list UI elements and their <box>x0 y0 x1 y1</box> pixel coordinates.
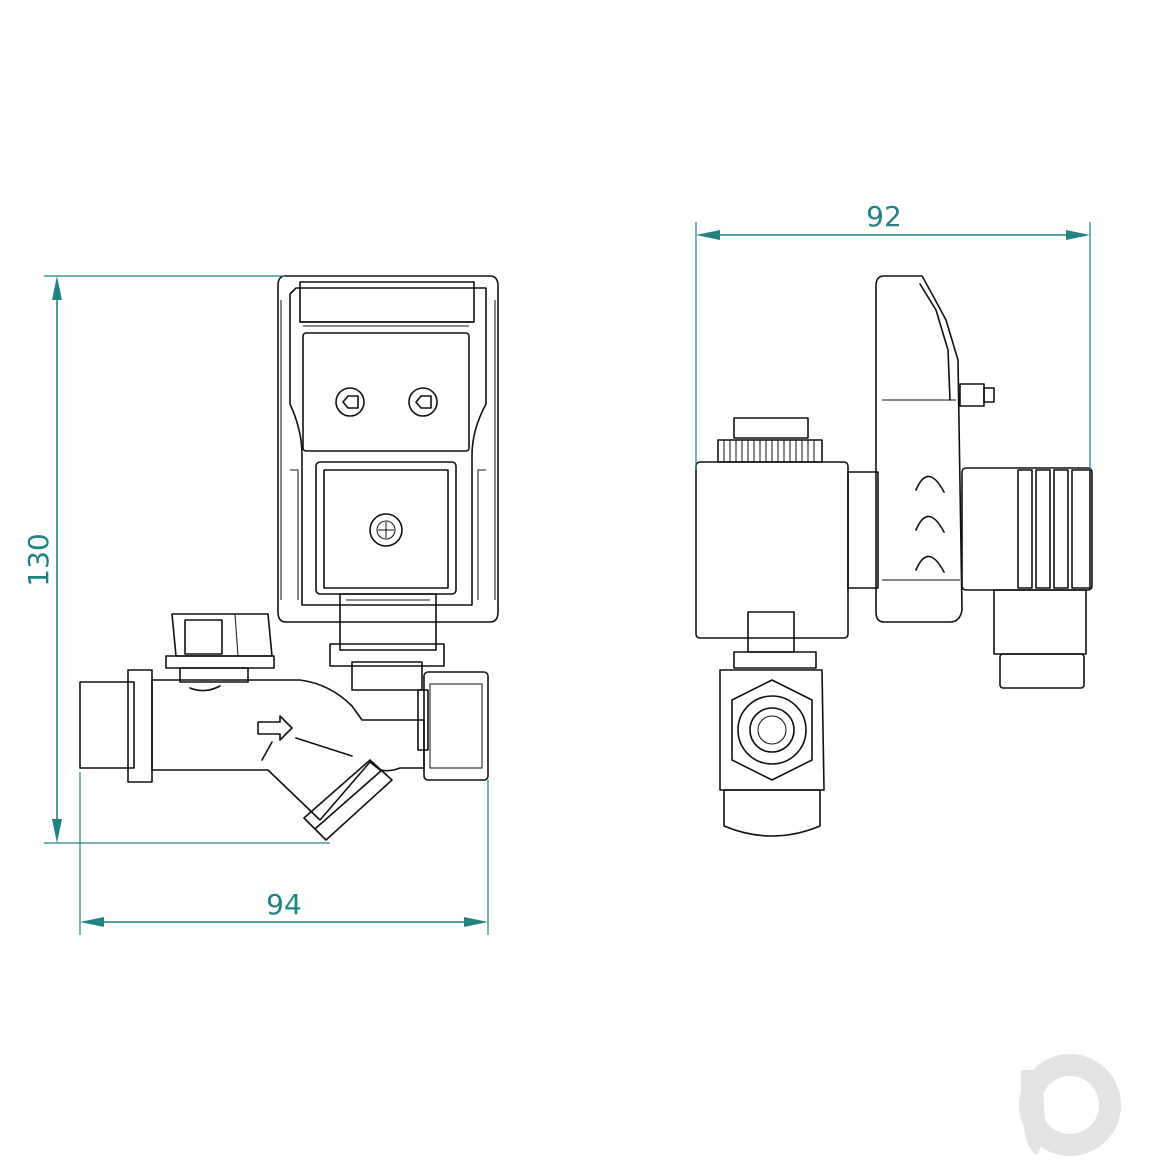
front-width-dimension: 94 <box>79 772 489 935</box>
outlet-nut <box>423 671 489 781</box>
solenoid-coil <box>315 461 457 595</box>
height-dimension-label: 130 <box>22 533 55 586</box>
button-right-icon <box>408 387 438 417</box>
port-opening-icon <box>737 695 807 765</box>
width-dimension-label: 94 <box>266 888 302 921</box>
coil-knurl <box>717 439 823 463</box>
side-cable-connector <box>961 467 1093 689</box>
side-valve-body <box>719 611 825 837</box>
side-width-dimension-label: 92 <box>866 200 902 233</box>
flow-arrow-icon <box>257 715 293 741</box>
strainer-cap <box>303 759 393 841</box>
button-left-icon <box>335 387 365 417</box>
side-coil <box>695 417 879 639</box>
side-view <box>695 275 1093 837</box>
manual-drain-knob <box>165 613 275 692</box>
side-timer-housing <box>875 275 995 623</box>
front-view <box>79 275 499 841</box>
watermark-logo: ao <box>1019 1054 1121 1156</box>
valve-stem <box>329 593 445 691</box>
front-height-dimension: 130 <box>22 275 330 844</box>
valve-body <box>79 669 489 841</box>
coil-screw-icon <box>369 513 403 547</box>
timer-housing <box>277 275 499 623</box>
side-width-dimension: 92 <box>695 200 1091 470</box>
